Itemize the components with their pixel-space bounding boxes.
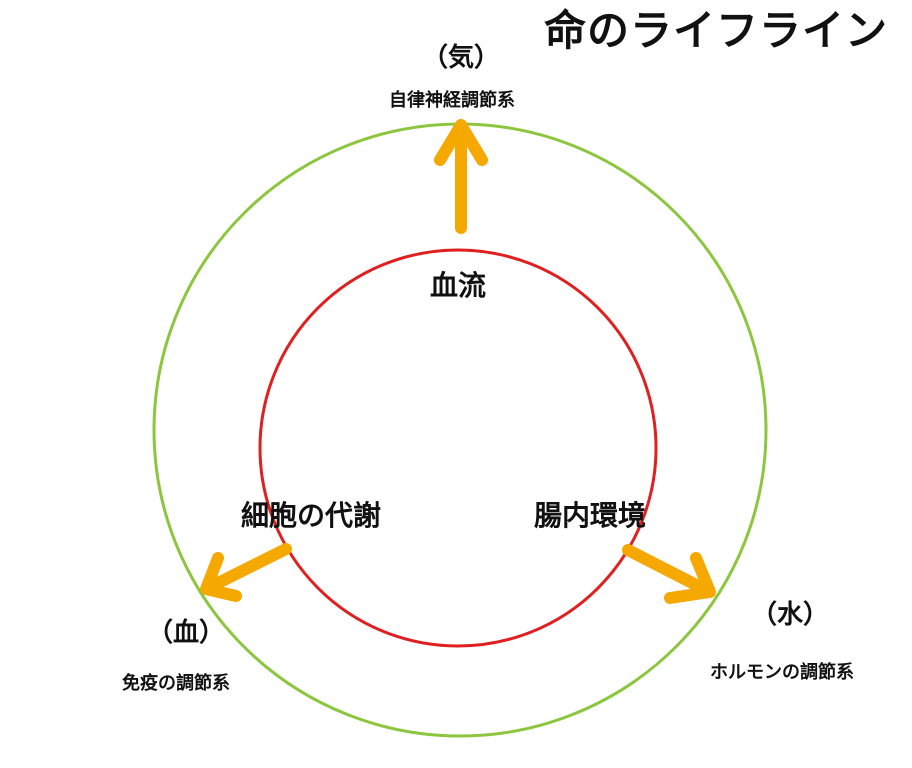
label-immune-system: 免疫の調節系: [122, 673, 230, 694]
inner-circle: [258, 248, 658, 648]
arrow-down-right: [622, 544, 716, 604]
label-hormone-system: ホルモンの調節系: [710, 662, 854, 683]
label-gut-environment: 腸内環境: [533, 499, 647, 532]
arrow-down-left: [200, 543, 292, 602]
label-blood-flow: 血流: [429, 269, 487, 302]
label-autonomic-system: 自律神経調節系: [389, 90, 515, 111]
arrow-up: [434, 119, 488, 234]
label-ketsu: （血）: [146, 618, 226, 648]
page-title: 命のライフライン: [543, 6, 888, 55]
label-sui: （水）: [750, 600, 830, 630]
label-ki: （気）: [421, 43, 501, 73]
label-cell-metabolism: 細胞の代謝: [240, 499, 382, 532]
